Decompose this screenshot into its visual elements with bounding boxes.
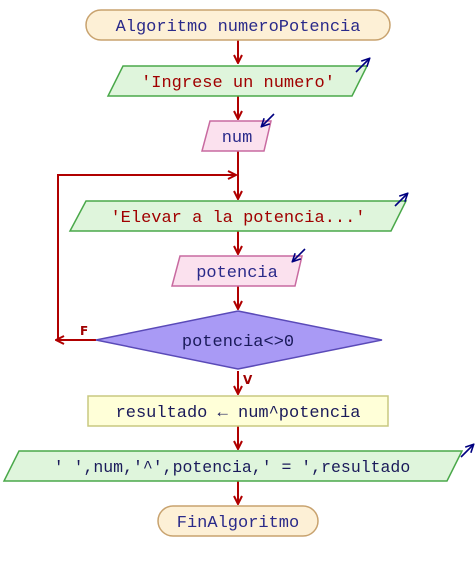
decision-block[interactable]: potencia<>0 bbox=[95, 310, 383, 370]
output-elevar-block[interactable]: 'Elevar a la potencia...' bbox=[68, 194, 407, 232]
input-num-block[interactable]: num bbox=[201, 113, 275, 152]
input-potencia-text: potencia bbox=[196, 264, 278, 283]
assign-arrow-icon: ← bbox=[218, 404, 229, 423]
output-arrow-icon bbox=[394, 194, 407, 207]
output-arrow-icon bbox=[355, 59, 369, 73]
start-terminal[interactable]: Algoritmo numeroPotencia bbox=[85, 9, 391, 41]
input-num-text: num bbox=[222, 129, 253, 148]
decision-condition-text: potencia<>0 bbox=[182, 333, 294, 352]
end-label: FinAlgoritmo bbox=[177, 514, 299, 533]
assign-target: resultado bbox=[116, 404, 208, 423]
assign-expression: num^potencia bbox=[238, 404, 360, 423]
output-elevar-text: 'Elevar a la potencia...' bbox=[110, 209, 365, 228]
output-prompt-text: 'Ingrese un numero' bbox=[141, 74, 335, 93]
final-output-text: ' ',num,'^',potencia,' = ',resultado bbox=[54, 458, 410, 477]
input-arrow-icon bbox=[293, 248, 306, 261]
branch-false-label: F bbox=[80, 324, 88, 338]
start-label: Algoritmo numeroPotencia bbox=[116, 18, 361, 37]
output-prompt-block[interactable]: 'Ingrese un numero' bbox=[106, 59, 369, 97]
input-potencia-block[interactable]: potencia bbox=[171, 248, 306, 287]
final-output-block[interactable]: ' ',num,'^',potencia,' = ',resultado bbox=[2, 445, 473, 482]
end-terminal[interactable]: FinAlgoritmo bbox=[157, 505, 319, 537]
assign-text: resultado ← num^potencia bbox=[116, 404, 361, 423]
assign-block[interactable]: resultado ← num^potencia bbox=[87, 395, 389, 427]
output-arrow-icon bbox=[460, 445, 473, 458]
branch-true-label: V bbox=[243, 373, 253, 387]
flow-connectors bbox=[56, 40, 238, 504]
input-arrow-icon bbox=[262, 113, 275, 126]
